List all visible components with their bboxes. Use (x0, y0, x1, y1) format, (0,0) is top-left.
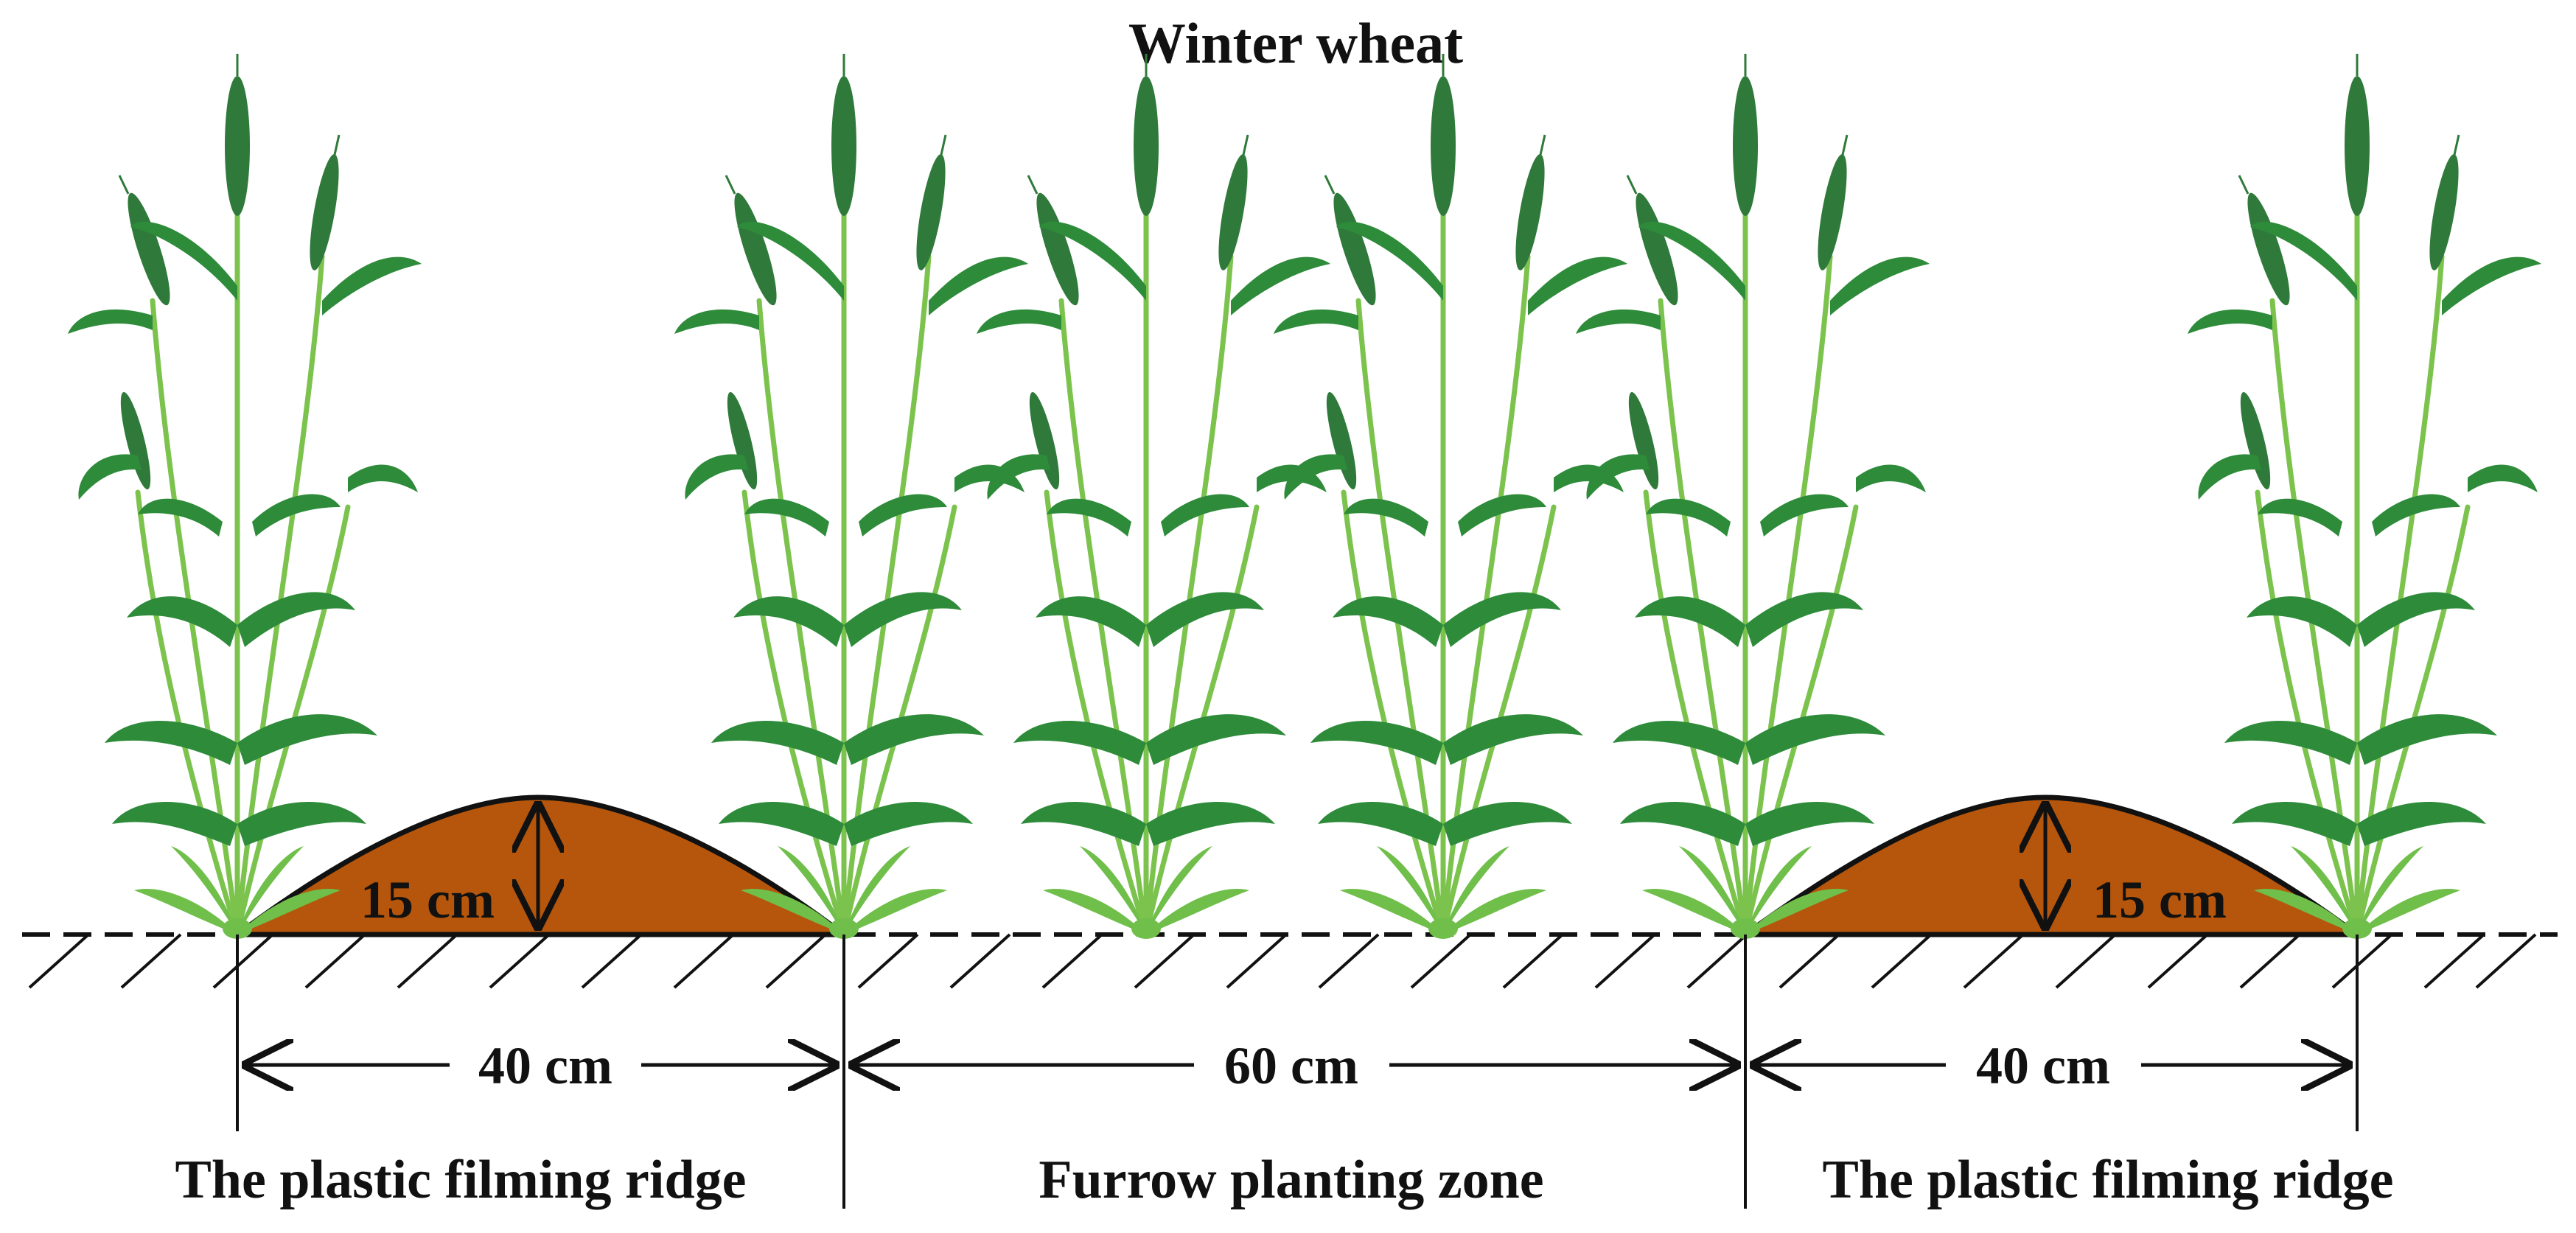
wheat-plant-icon (1274, 54, 1627, 939)
zone-label-left: The plastic filming ridge (175, 1150, 747, 1210)
wheat-plant-icon (68, 54, 422, 939)
dimension-extension-lines (236, 935, 2359, 1209)
soil-hatch (28, 933, 2537, 989)
ridge-height-label-left: 15 cm (360, 870, 495, 929)
wheat-plant-icon (977, 54, 1330, 939)
width-label-right: 40 cm (1976, 1036, 2110, 1095)
diagram-title: Winter wheat (1128, 11, 1463, 75)
wheat-plant-icon (674, 54, 1028, 939)
width-label-middle: 60 cm (1224, 1036, 1358, 1095)
wheat-plant-icon (1576, 54, 1930, 939)
width-label-left: 40 cm (478, 1036, 612, 1095)
zone-label-middle: Furrow planting zone (1039, 1150, 1543, 1210)
ridge-height-label-right: 15 cm (2092, 870, 2227, 929)
wheat-plant-icon (2188, 54, 2541, 939)
zone-label-right: The plastic filming ridge (1823, 1150, 2394, 1210)
